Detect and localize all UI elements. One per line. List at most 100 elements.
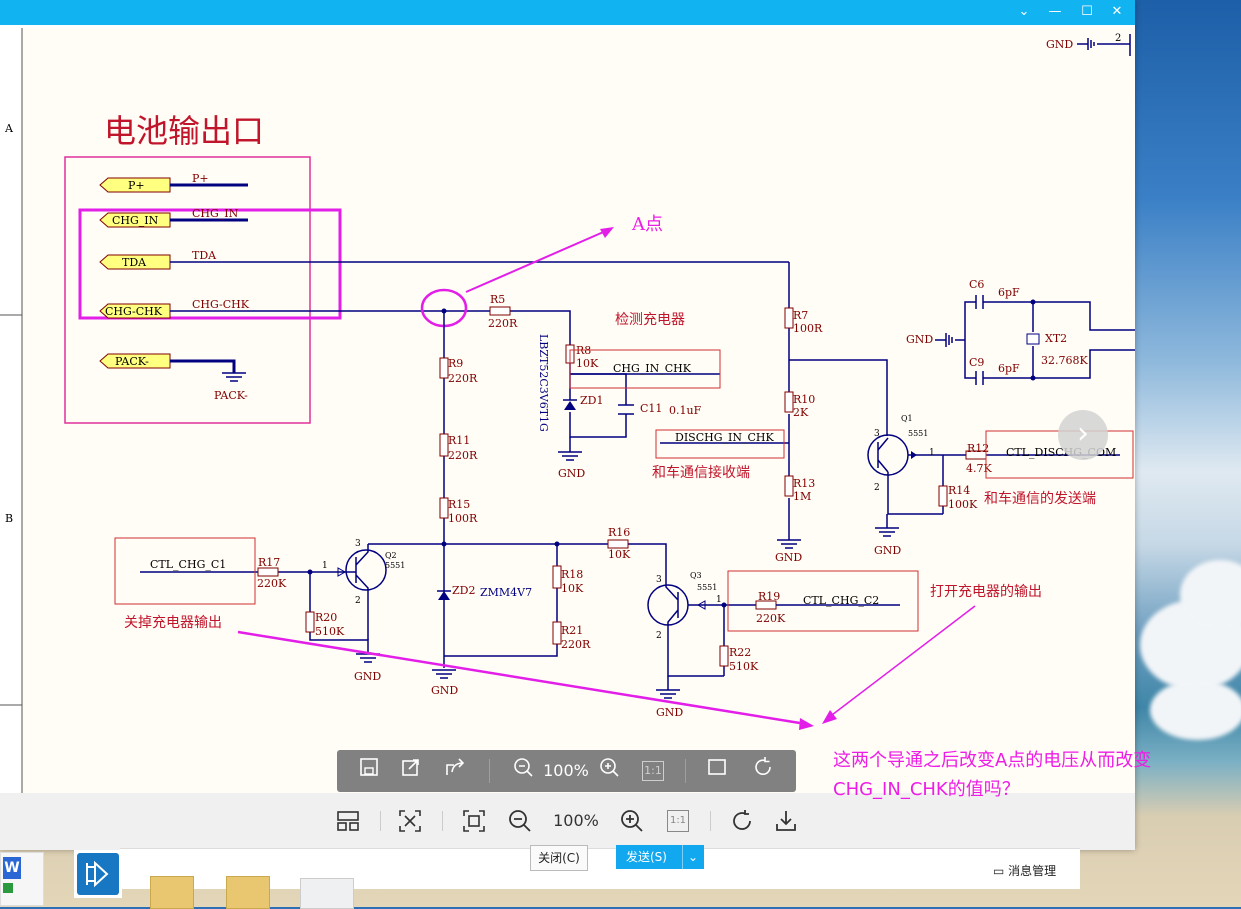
- minimize-button[interactable]: —: [1048, 4, 1062, 19]
- zoom-level-bottom: 100%: [553, 811, 599, 830]
- zoom-out-icon: [514, 758, 533, 777]
- gallery-button[interactable]: [334, 803, 362, 839]
- download-button[interactable]: [772, 803, 800, 839]
- gnd-q1: GND: [874, 544, 901, 557]
- actual-size-button[interactable]: 1:1: [639, 756, 667, 786]
- share-button[interactable]: [441, 756, 469, 786]
- net-chg-in: CHG_IN: [192, 207, 239, 220]
- send-label: 发送(S): [626, 850, 667, 864]
- save-button[interactable]: [355, 756, 383, 786]
- r12-label: R12: [967, 442, 989, 455]
- open-external-icon: [402, 759, 419, 776]
- schematic-image: A B GND 2 电池输出口 P+ P+ CHG_IN CHG_IN: [0, 25, 1135, 793]
- r9-label: R9: [448, 357, 463, 370]
- rotate-bottom-button[interactable]: [728, 803, 756, 839]
- title-bar: ⌄ — ☐ ✕: [0, 0, 1135, 25]
- r7-label: R7: [793, 309, 808, 322]
- r10-value: 2K: [793, 406, 809, 419]
- fullscreen-icon: [399, 810, 421, 832]
- open-output-label: 打开充电器的输出: [930, 583, 1042, 600]
- q3-label: Q3: [690, 571, 702, 580]
- r12-value: 4.7K: [966, 462, 992, 475]
- r8-value: 10K: [576, 357, 599, 370]
- next-image-button[interactable]: ›: [1058, 410, 1108, 460]
- zoom-level: 100%: [543, 761, 589, 780]
- chevron-right-icon: ›: [1077, 416, 1089, 451]
- send-button[interactable]: 发送(S) ⌄: [616, 845, 704, 869]
- zoom-out-button[interactable]: [509, 756, 537, 786]
- r11-value: 220R: [448, 449, 478, 462]
- net-p-plus: P+: [192, 172, 209, 185]
- chg-in-chk-label: CHG_IN_CHK: [613, 362, 692, 375]
- zoom-out-bottom-button[interactable]: [506, 803, 534, 839]
- wps-desktop-icon[interactable]: W: [0, 852, 44, 906]
- message-manager-link[interactable]: ▭ 消息管理: [993, 862, 1056, 879]
- c6-value: 6pF: [998, 286, 1020, 299]
- full-screen-button[interactable]: [396, 803, 424, 839]
- folder-desktop-icon[interactable]: [150, 876, 194, 909]
- r13-value: 1M: [793, 490, 811, 503]
- r7-value: 100R: [793, 322, 823, 335]
- zoom-out-icon: [509, 810, 531, 832]
- r10-label: R10: [793, 393, 815, 406]
- svg-text:1: 1: [322, 561, 328, 571]
- q1-part: 5551: [908, 429, 928, 438]
- r22-value: 510K: [729, 660, 759, 673]
- maximize-button[interactable]: ☐: [1081, 4, 1093, 19]
- r9-value: 220R: [448, 372, 478, 385]
- zoom-in-bottom-button[interactable]: [618, 803, 646, 839]
- open-external-button[interactable]: [397, 756, 425, 786]
- r21-label: R21: [561, 624, 583, 637]
- r20-label: R20: [315, 611, 337, 624]
- rotate-icon: [733, 810, 751, 830]
- svg-text:2: 2: [656, 631, 662, 641]
- gnd-q2: GND: [354, 670, 381, 683]
- zd2-label: ZD2: [452, 584, 475, 597]
- net-pack-minus: PACK-: [214, 389, 248, 402]
- gnd-q3: GND: [656, 706, 683, 719]
- c11-label: C11: [640, 402, 662, 415]
- zd1-part: LBZT52C3V6T1G: [537, 334, 550, 432]
- rotate-button[interactable]: [749, 756, 777, 786]
- dropdown-button[interactable]: ⌄: [1018, 4, 1030, 19]
- fit-screen-button[interactable]: [460, 803, 488, 839]
- r13-label: R13: [793, 477, 815, 490]
- actual-size-bottom-button[interactable]: 1:1: [664, 803, 692, 839]
- image-viewer-window: ⌄ — ☐ ✕ A B GND 2 电池输出口 P+: [0, 0, 1135, 850]
- close-chat-button[interactable]: 关闭(C): [530, 845, 588, 871]
- zoom-in-button[interactable]: [595, 756, 623, 786]
- gallery-icon: [337, 811, 359, 831]
- question-line-2: CHG_IN_CHK的值吗？: [833, 779, 1020, 800]
- fit-window-button[interactable]: [703, 756, 731, 786]
- visio-desktop-icon[interactable]: [74, 850, 122, 898]
- r16-label: R16: [608, 526, 630, 539]
- svg-text:2: 2: [355, 596, 361, 606]
- save-icon: [360, 758, 378, 776]
- chat-input-area[interactable]: [120, 848, 1080, 889]
- svg-text:3: 3: [874, 429, 880, 439]
- dischg-in-chk-label: DISCHG_IN_CHK: [675, 431, 774, 444]
- image-canvas: A B GND 2 电池输出口 P+ P+ CHG_IN CHG_IN: [0, 25, 1135, 793]
- zd1-label: ZD1: [580, 394, 603, 407]
- r21-value: 220R: [561, 638, 591, 651]
- rotate-icon: [755, 757, 771, 775]
- zd2-part: ZMM4V7: [480, 586, 532, 599]
- r15-value: 100R: [448, 512, 478, 525]
- gnd-zd2: GND: [431, 684, 458, 697]
- send-options-icon[interactable]: ⌄: [682, 845, 698, 869]
- svg-text:3: 3: [656, 575, 662, 585]
- cloud: [1180, 560, 1241, 630]
- file-desktop-icon[interactable]: [300, 878, 354, 909]
- q3-part: 5551: [697, 583, 717, 592]
- net-chg-chk: CHG-CHK: [192, 298, 250, 311]
- question-line-1: 这两个导通之后改变A点的电压从而改变: [833, 750, 1152, 771]
- fit-window-icon: [708, 759, 726, 775]
- close-window-button[interactable]: ✕: [1111, 4, 1123, 19]
- connector-chg-chk: CHG-CHK: [105, 305, 163, 318]
- share-icon: [446, 758, 465, 775]
- xt2-label: XT2: [1045, 332, 1067, 345]
- xt2-value: 32.768K: [1041, 354, 1088, 367]
- gnd-label: GND: [1046, 38, 1073, 51]
- message-icon: ▭: [993, 864, 1005, 878]
- folder-desktop-icon[interactable]: [226, 876, 270, 909]
